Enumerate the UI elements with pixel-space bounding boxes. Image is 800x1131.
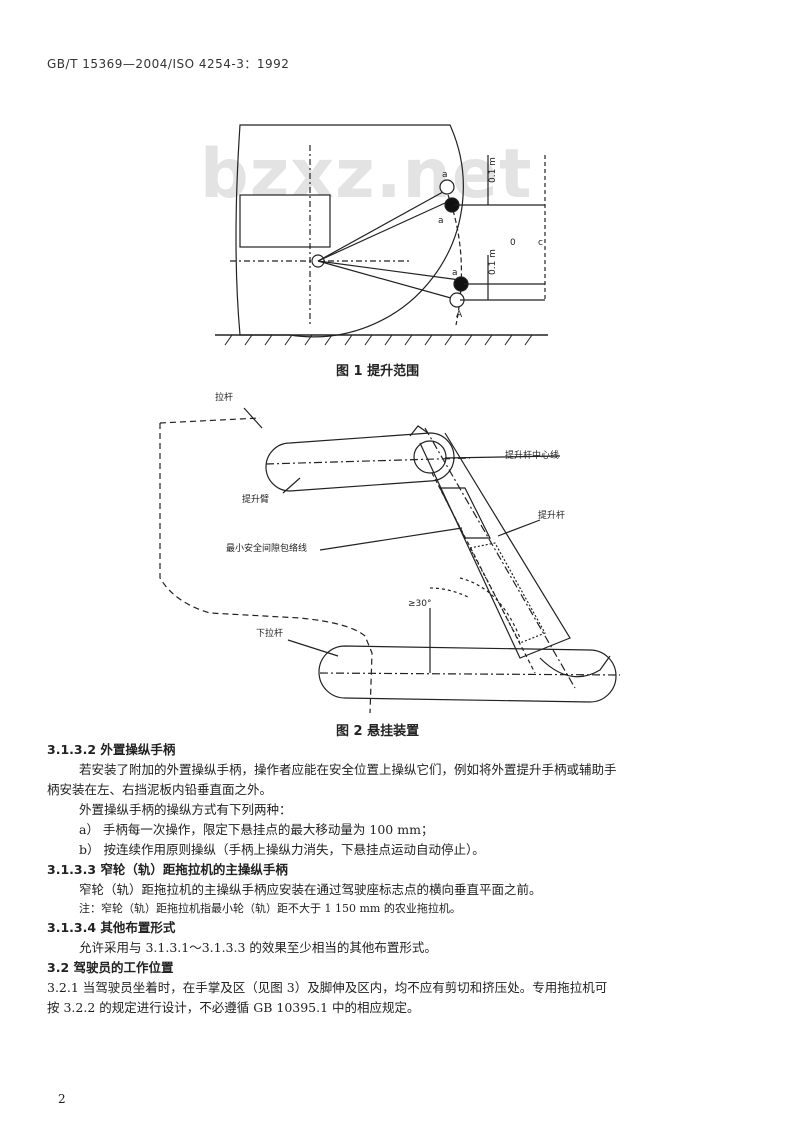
paragraph-line: 允许采用与 3.1.3.1～3.1.3.3 的效果至少相当的其他布置形式。 — [79, 939, 437, 955]
paragraph-line: 柄安装在左、右挡泥板内铅垂直面之外。 — [47, 782, 273, 797]
standard-header: GB/T 15369—2004/ISO 4254-3：1992 — [47, 57, 290, 71]
list-item: b） 按连续作用原则操纵（手柄上操纵力消失，下悬挂点运动自动停止）。 — [79, 842, 485, 857]
paragraph-line: 3.2.1 当驾驶员坐着时，在手掌及区（见图 3）及脚伸及区内，均不应有剪切和挤… — [47, 979, 608, 995]
section-heading: 3.2 驾驶员的工作位置 — [47, 959, 174, 975]
fig2-label-lift-rod-center: 提升杆中心线 — [505, 449, 559, 461]
note-line: 注：窄轮（轨）距拖拉机指最小轮（轨）距不大于 1 150 mm 的农业拖拉机。 — [79, 902, 461, 915]
fig2-label-lift-rod: 提升杆 — [538, 509, 565, 521]
fig1-dim-3: 0 — [510, 238, 516, 248]
paragraph-line: 外置操纵手柄的操纵方式有下列两种： — [79, 802, 292, 817]
fig2-label-tie-rod: 拉杆 — [215, 391, 233, 403]
section-heading: 3.1.3.3 窄轮（轨）距拖拉机的主操纵手柄 — [47, 862, 288, 877]
paragraph-line: 若安装了附加的外置操纵手柄，操作者应能在安全位置上操纵它们，例如将外置提升手柄或… — [79, 762, 617, 777]
figure-1-lift-range: a a a A 0.1 m 0.1 m 0 c — [215, 124, 548, 346]
paragraph-line: 按 3.2.2 的规定进行设计，不必遵循 GB 10395.1 中的相应规定。 — [47, 999, 420, 1015]
fig1-label-a-mid2: a — [452, 268, 458, 278]
fig1-label-a-top: a — [442, 170, 448, 180]
body-text: 3.1.3.2 外置操纵手柄 若安装了附加的外置操纵手柄，操作者应能在安全位置上… — [47, 740, 753, 1018]
fig1-dim-1: 0.1 m — [488, 157, 498, 183]
fig2-label-lower-link: 下拉杆 — [256, 627, 283, 639]
fig1-dim-2: 0.1 m — [488, 249, 498, 275]
section-heading: 3.1.3.2 外置操纵手柄 — [47, 742, 176, 757]
page-number: 2 — [58, 1092, 66, 1106]
list-item: a） 手柄每一次操作，限定下悬挂点的最大移动量为 100 mm； — [79, 822, 434, 837]
paragraph-line: 窄轮（轨）距拖拉机的主操纵手柄应安装在通过驾驶座标志点的横向垂直平面之前。 — [79, 882, 542, 897]
figure-2-caption: 图 2 悬挂装置 — [336, 724, 420, 739]
figure-2-hitch-device: 拉杆 提升臂 提升杆中心线 提升杆 最小安全间隙包络线 下拉杆 ≥30° — [159, 391, 621, 714]
figure-1-caption: 图 1 提升范围 — [336, 364, 420, 379]
fig2-label-min-clearance: 最小安全间隙包络线 — [226, 542, 307, 554]
fig2-label-lift-arm: 提升臂 — [242, 493, 269, 505]
fig1-label-a-mid1: a — [438, 216, 444, 226]
fig1-label-a-bottom: A — [456, 310, 463, 320]
section-heading: 3.1.3.4 其他布置形式 — [47, 919, 176, 935]
fig1-dim-4: c — [538, 238, 543, 248]
fig2-label-angle: ≥30° — [408, 599, 432, 609]
